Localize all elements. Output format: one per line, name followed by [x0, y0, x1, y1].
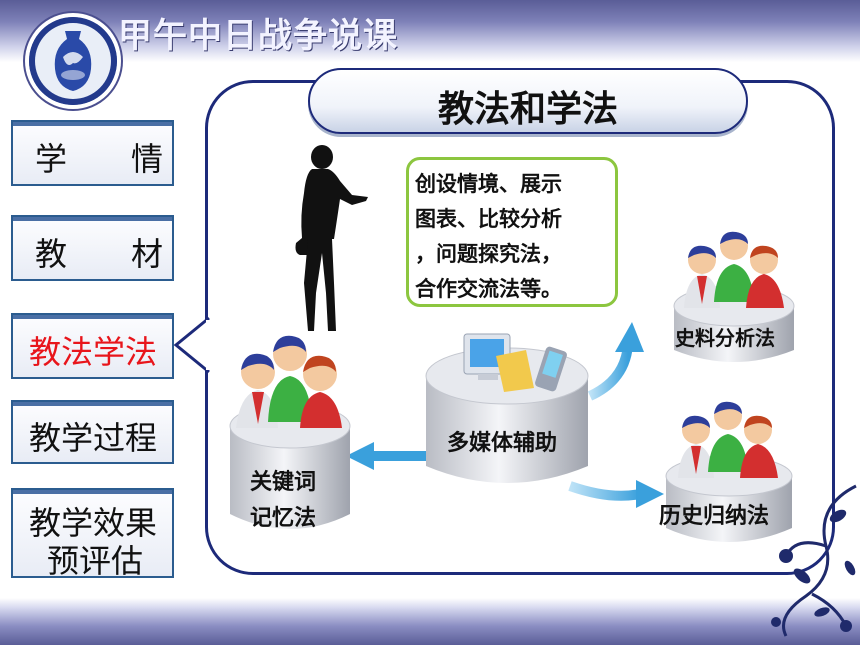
sidebar-item-label: 教 材 — [35, 235, 164, 273]
sidebar-item-label: 教学过程 — [29, 419, 158, 457]
right-bottom-node-label: 历史归纳法 — [659, 503, 770, 529]
methods-line: 图表、比较分析 — [415, 206, 562, 231]
sidebar-item-effect-evaluation[interactable]: 教学效果 预评估 — [11, 488, 174, 580]
arrow-to-left-icon — [346, 442, 428, 470]
material-analysis-people-icon — [673, 231, 795, 362]
center-node-label: 多媒体辅助 — [447, 430, 558, 456]
sidebar-item-label: 学 情 — [35, 140, 164, 178]
left-node-label-line2: 记忆法 — [250, 505, 317, 531]
header-band — [0, 0, 860, 62]
sidebar-item-teaching-methods[interactable]: 教法学法 — [11, 313, 174, 379]
vase-logo-icon — [29, 17, 117, 105]
sidebar-item-label: 教法学法 — [29, 333, 158, 371]
arrow-to-bottom-right-icon — [568, 480, 664, 508]
heading-banner: 教法和学法 — [308, 68, 748, 134]
floral-ornament-icon — [771, 484, 857, 637]
historical-induction-people-icon — [665, 401, 793, 542]
methods-line: 创设情境、展示 — [415, 171, 562, 196]
arrow-to-top-right-icon — [587, 322, 644, 401]
multimedia-cylinder-icon — [425, 333, 589, 483]
sidebar-item-learning-situation[interactable]: 学 情 — [11, 120, 174, 186]
methods-line: 合作交流法等。 — [415, 276, 562, 301]
sidebar-item-label-line2: 预评估 — [47, 542, 144, 580]
keyword-memory-people-icon — [229, 335, 351, 529]
left-node-label-line1: 关键词 — [250, 469, 317, 495]
methods-description: 创设情境、展示 图表、比较分析 ，问题探究法， 合作交流法等。 — [406, 157, 618, 307]
sidebar-item-teaching-process[interactable]: 教学过程 — [11, 400, 174, 464]
right-top-node-label: 史料分析法 — [675, 326, 775, 350]
page-title: 甲午中日战争说课 — [118, 16, 398, 56]
footer-band — [0, 598, 860, 645]
section-heading: 教法和学法 — [437, 89, 618, 130]
sidebar-item-textbook[interactable]: 教 材 — [11, 215, 174, 281]
methods-line: ，问题探究法， — [415, 241, 562, 266]
sidebar-item-label: 教学效果 — [29, 504, 158, 542]
teacher-silhouette-icon — [295, 145, 368, 331]
